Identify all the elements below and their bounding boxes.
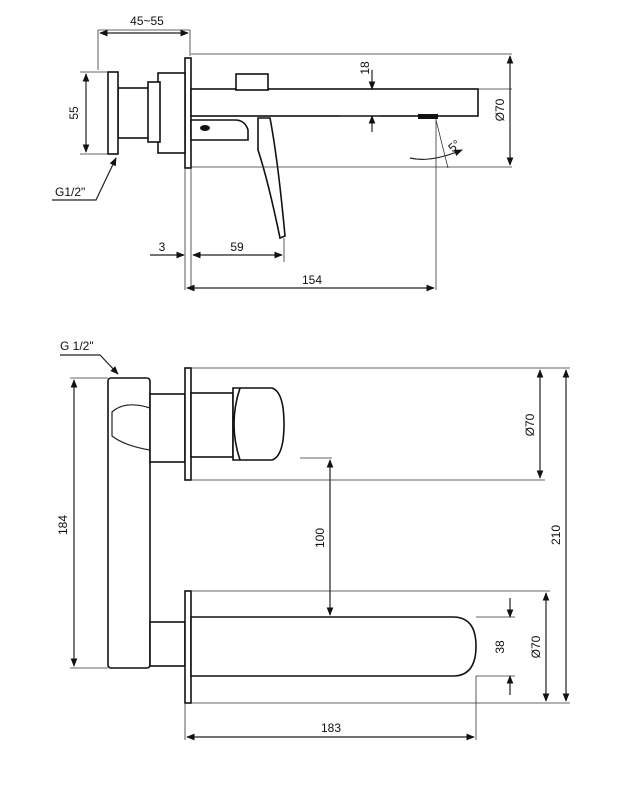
dim-spout-length: 183 — [321, 721, 341, 735]
dim-spout-diameter: Ø70 — [529, 635, 543, 658]
handle-knob — [232, 387, 285, 461]
handle-face — [233, 387, 241, 461]
dim-spout-height: 38 — [493, 640, 507, 654]
lever-top — [235, 73, 269, 91]
thread-label: G1/2" — [55, 185, 85, 199]
dim-spout: 154 — [302, 273, 322, 287]
side-view: 45~55 55 18 Ø70 5° G1/2" 3 59 154 — [52, 14, 514, 292]
lower-wall-plate — [184, 590, 192, 704]
dim-total-height: 210 — [549, 525, 563, 545]
lever-handle — [257, 117, 286, 240]
lower-connector — [149, 621, 186, 667]
dim-centers: 100 — [313, 528, 327, 548]
dim-lever: 59 — [230, 240, 244, 254]
dim-diameter: Ø70 — [493, 98, 507, 121]
upper-housing-curve — [111, 404, 151, 451]
dim-body: 55 — [67, 106, 81, 120]
wall-plate — [184, 57, 192, 169]
lever-pivot — [200, 125, 210, 131]
aerator — [418, 114, 438, 119]
dim-angle: 5° — [445, 137, 463, 155]
thread-label-plan: G 1/2" — [60, 339, 94, 353]
mixer-body — [157, 72, 186, 154]
dim-handle-diameter: Ø70 — [523, 413, 537, 436]
spout — [190, 88, 479, 117]
handle-body — [190, 392, 234, 458]
dim-body-height: 184 — [56, 515, 70, 535]
cartridge-housing — [190, 119, 249, 141]
upper-connector — [149, 393, 186, 463]
vertical-body — [107, 377, 151, 669]
spout-plan — [190, 616, 477, 677]
dim-plate: 3 — [159, 240, 166, 254]
upper-wall-plate — [184, 367, 192, 481]
inlet-flange — [107, 71, 119, 155]
plan-view: G 1/2" 184 Ø70 100 210 Ø70 38 183 — [56, 339, 570, 741]
dim-offset: 18 — [358, 61, 372, 75]
inlet-collar — [147, 81, 161, 143]
dim-depth: 45~55 — [130, 14, 164, 28]
